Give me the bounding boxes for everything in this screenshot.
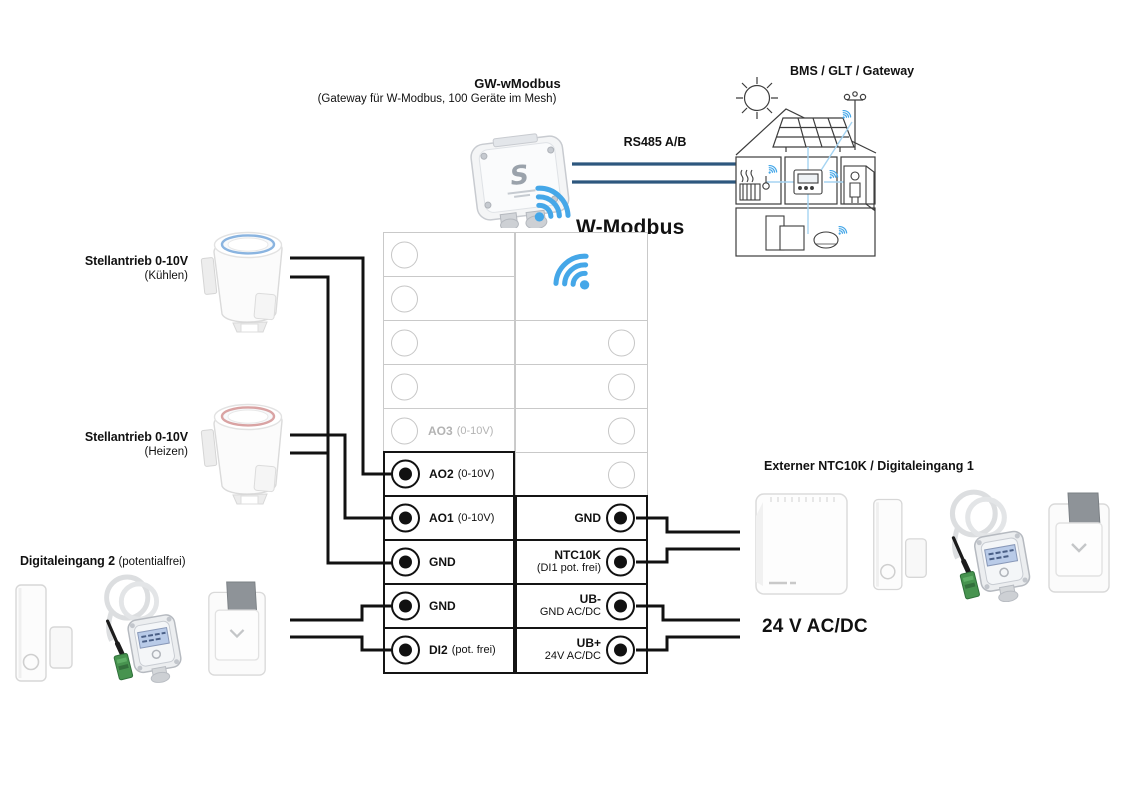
wire-di2: [290, 635, 392, 652]
sun-icon: [736, 77, 778, 119]
terminal-hole: [608, 373, 635, 401]
key-card-switch-illustration: [1046, 490, 1112, 596]
key-card-switch-illustration: [206, 578, 268, 680]
terminal-cell-empty: [515, 320, 648, 366]
terminal-cell-empty: [515, 408, 648, 454]
wire-ub-minus: [636, 604, 740, 622]
actuator-heating-label: Stellantrieb 0-10V (Heizen): [40, 430, 188, 460]
actuator-cooling-label: Stellantrieb 0-10V (Kühlen): [40, 254, 188, 284]
terminal-hole: [608, 329, 635, 357]
terminal-block: AO3(0-10V) AO2(0-10V) AO1(0-10V) GND GND…: [383, 232, 648, 674]
terminal-hole: [391, 241, 418, 269]
svg-text:S: S: [509, 160, 531, 192]
wire-ntc10k: [636, 547, 740, 564]
door-contact-illustration: [12, 580, 76, 685]
terminal-hole: [391, 329, 418, 357]
terminal-cell-ao2: AO2(0-10V): [383, 451, 515, 498]
door-contact-illustration: [870, 490, 930, 598]
cable-temp-sensor-illustration: [88, 570, 186, 683]
terminal-cell-ao1: AO1(0-10V): [383, 495, 515, 542]
terminal-hole: [391, 417, 418, 445]
terminal-point-gnd-right: [606, 503, 635, 533]
wire-ub-plus: [636, 635, 740, 652]
terminal-cell-empty: [383, 364, 515, 410]
actuator-cooling-subtitle: (Kühlen): [144, 270, 188, 282]
wire-heating-ao1: [290, 433, 392, 520]
wire-di2-gnd: [290, 604, 392, 622]
terminal-hole: [391, 285, 418, 313]
wire-right-gnd: [636, 516, 740, 534]
room-sensor-illustration: [753, 486, 850, 599]
terminal-hole: [608, 417, 635, 445]
actuator-cooling-title: Stellantrieb 0-10V: [84, 254, 188, 268]
bms-label: BMS / GLT / Gateway: [790, 64, 915, 78]
terminal-hole: [608, 461, 635, 489]
external-ntc10k-label: Externer NTC10K / Digitaleingang 1: [764, 459, 974, 473]
power-supply-label: 24 V AC/DC: [762, 616, 868, 637]
terminal-cell-wifi: [515, 232, 648, 322]
terminal-cell-empty: [383, 232, 515, 278]
terminal-cell-empty: [383, 320, 515, 366]
terminal-point-ntc10k: [606, 547, 635, 577]
terminal-cell-di2: DI2(pot. frei): [383, 627, 515, 674]
wire-cooling-ao2: [290, 256, 392, 476]
thermal-actuator-cooling-illustration: [195, 226, 295, 334]
gateway-subtitle: (Gateway für W-Modbus, 100 Geräte im Mes…: [317, 93, 557, 105]
terminal-cell-gnd2: GND: [383, 583, 515, 630]
terminal-cell-ub-minus: UB-GND AC/DC: [515, 583, 648, 630]
terminal-hole: [391, 373, 418, 401]
terminal-cell-gnd1: GND: [383, 539, 515, 586]
gateway-title: GW-wModbus: [474, 76, 561, 91]
terminal-cell-empty: [515, 364, 648, 410]
terminal-point-ao1: [391, 503, 420, 533]
thermal-actuator-heating-illustration: [195, 398, 295, 506]
digital-input2-label: Digitaleingang 2 (potentialfrei): [20, 554, 186, 568]
cable-temp-sensor-illustration: [933, 485, 1035, 602]
terminal-cell-empty: [383, 276, 515, 322]
bms-building-illustration: [735, 77, 877, 257]
terminal-cell-ub-plus: UB+24V AC/DC: [515, 627, 648, 674]
terminal-point-ub-minus: [606, 591, 635, 621]
actuator-heating-subtitle: (Heizen): [144, 446, 188, 458]
terminal-point-ub-plus: [606, 635, 635, 665]
rs485-label: RS485 A/B: [623, 135, 687, 149]
actuator-heating-title: Stellantrieb 0-10V: [84, 430, 188, 444]
wire-cooling-gnd: [290, 275, 392, 565]
